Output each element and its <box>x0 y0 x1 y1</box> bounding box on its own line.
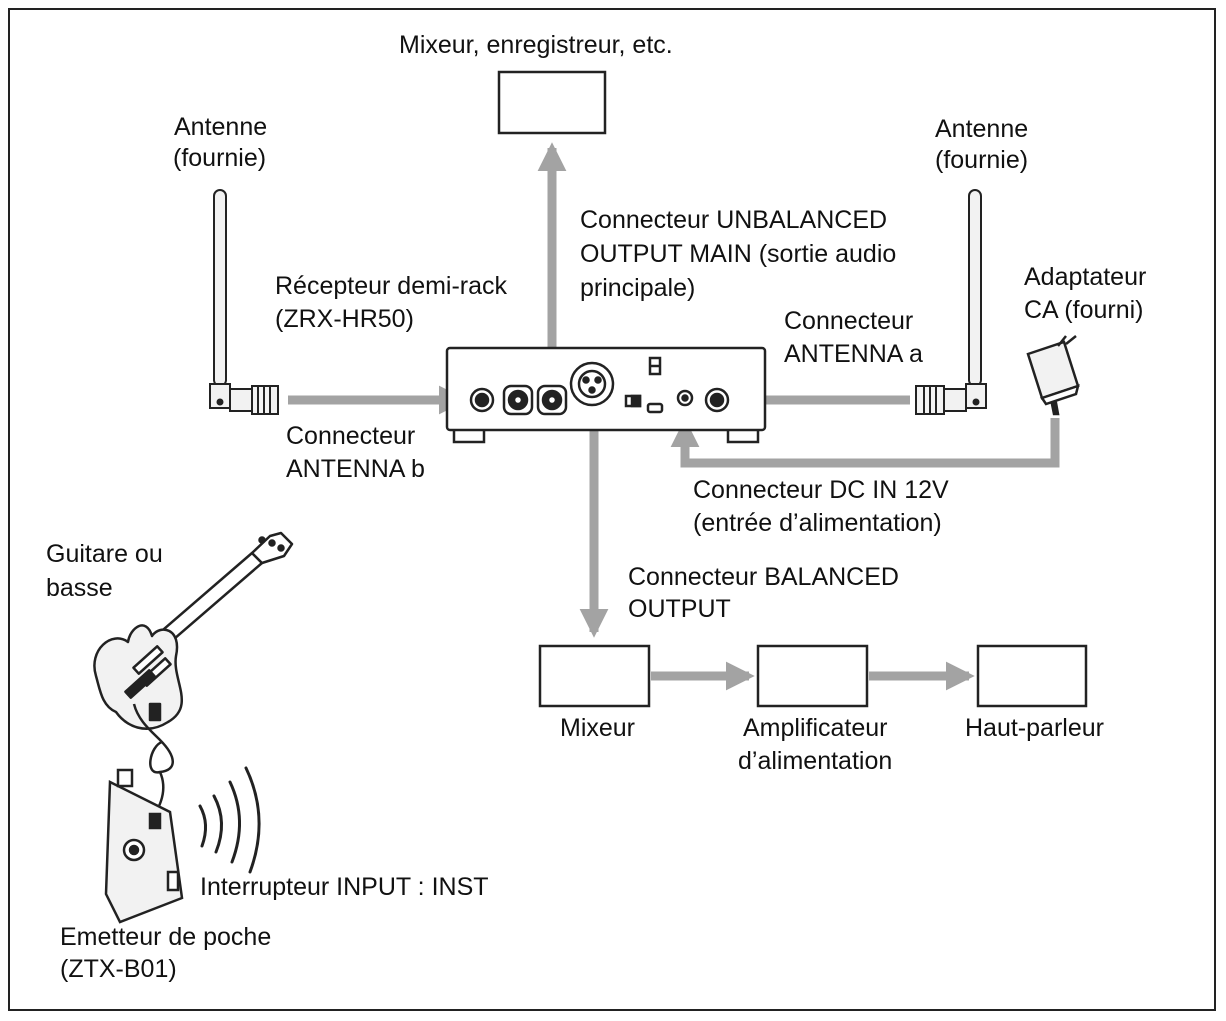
mixer-box <box>538 644 651 708</box>
radio-waves-icon <box>198 766 261 874</box>
antenna-b-label-line2: ANTENNA b <box>286 455 425 483</box>
balanced-label-line2: OUTPUT <box>628 595 731 623</box>
antenna-right-label-line2: (fournie) <box>935 146 1029 174</box>
guitar-label-line2: basse <box>46 574 113 602</box>
mixer-recorder-box <box>497 70 607 135</box>
adapter-label-line2: CA (fourni) <box>1024 296 1144 324</box>
antenna-right-label-line1: Antenne <box>935 115 1029 143</box>
speaker-box <box>976 644 1088 708</box>
mixer-label: Mixeur <box>560 714 636 742</box>
adapter-label-line1: Adaptateur <box>1024 263 1147 291</box>
unbalanced-label-line1: Connecteur UNBALANCED <box>580 206 888 234</box>
balanced-label-line1: Connecteur BALANCED <box>628 563 899 591</box>
transmitter-label-line1: Emetteur de poche <box>60 923 272 951</box>
dc-in-line <box>670 418 1060 468</box>
mixer-recorder-label: Mixeur, enregistreur, etc. <box>399 31 673 59</box>
amplifier-label-line1: Amplificateur <box>743 714 888 742</box>
antenna-left-label-line1: Antenne <box>174 113 268 141</box>
diagram-frame <box>8 8 1216 1011</box>
unbalanced-label-line3: principale) <box>580 274 696 302</box>
bodypack-transmitter-icon <box>104 768 184 924</box>
antenna-a-label-line1: Connecteur <box>784 307 914 335</box>
transmitter-label-line2: (ZTX-B01) <box>60 955 177 983</box>
receiver-device-icon <box>445 346 767 444</box>
antenna-a-label-line2: ANTENNA a <box>784 340 923 368</box>
dc-in-label-line1: Connecteur DC IN 12V <box>693 476 949 504</box>
antenna-b-label-line1: Connecteur <box>286 422 416 450</box>
receiver-label-line2: (ZRX-HR50) <box>275 305 414 333</box>
guitar-label-line1: Guitare ou <box>46 540 163 568</box>
amplifier-label-line2: d’alimentation <box>738 747 893 775</box>
speaker-label: Haut-parleur <box>965 714 1104 742</box>
antenna-left-icon <box>209 189 279 415</box>
receiver-label-line1: Récepteur demi-rack <box>275 272 508 300</box>
amplifier-box <box>756 644 869 708</box>
guitar-icon <box>93 531 294 821</box>
antenna-right-icon <box>915 189 987 415</box>
dc-in-label-line2: (entrée d’alimentation) <box>693 509 942 537</box>
unbalanced-label-line2: OUTPUT MAIN (sortie audio <box>580 240 897 268</box>
input-switch-label: Interrupteur INPUT : INST <box>200 873 489 901</box>
antenna-left-label-line2: (fournie) <box>173 144 267 172</box>
ac-adapter-icon <box>1026 335 1080 416</box>
